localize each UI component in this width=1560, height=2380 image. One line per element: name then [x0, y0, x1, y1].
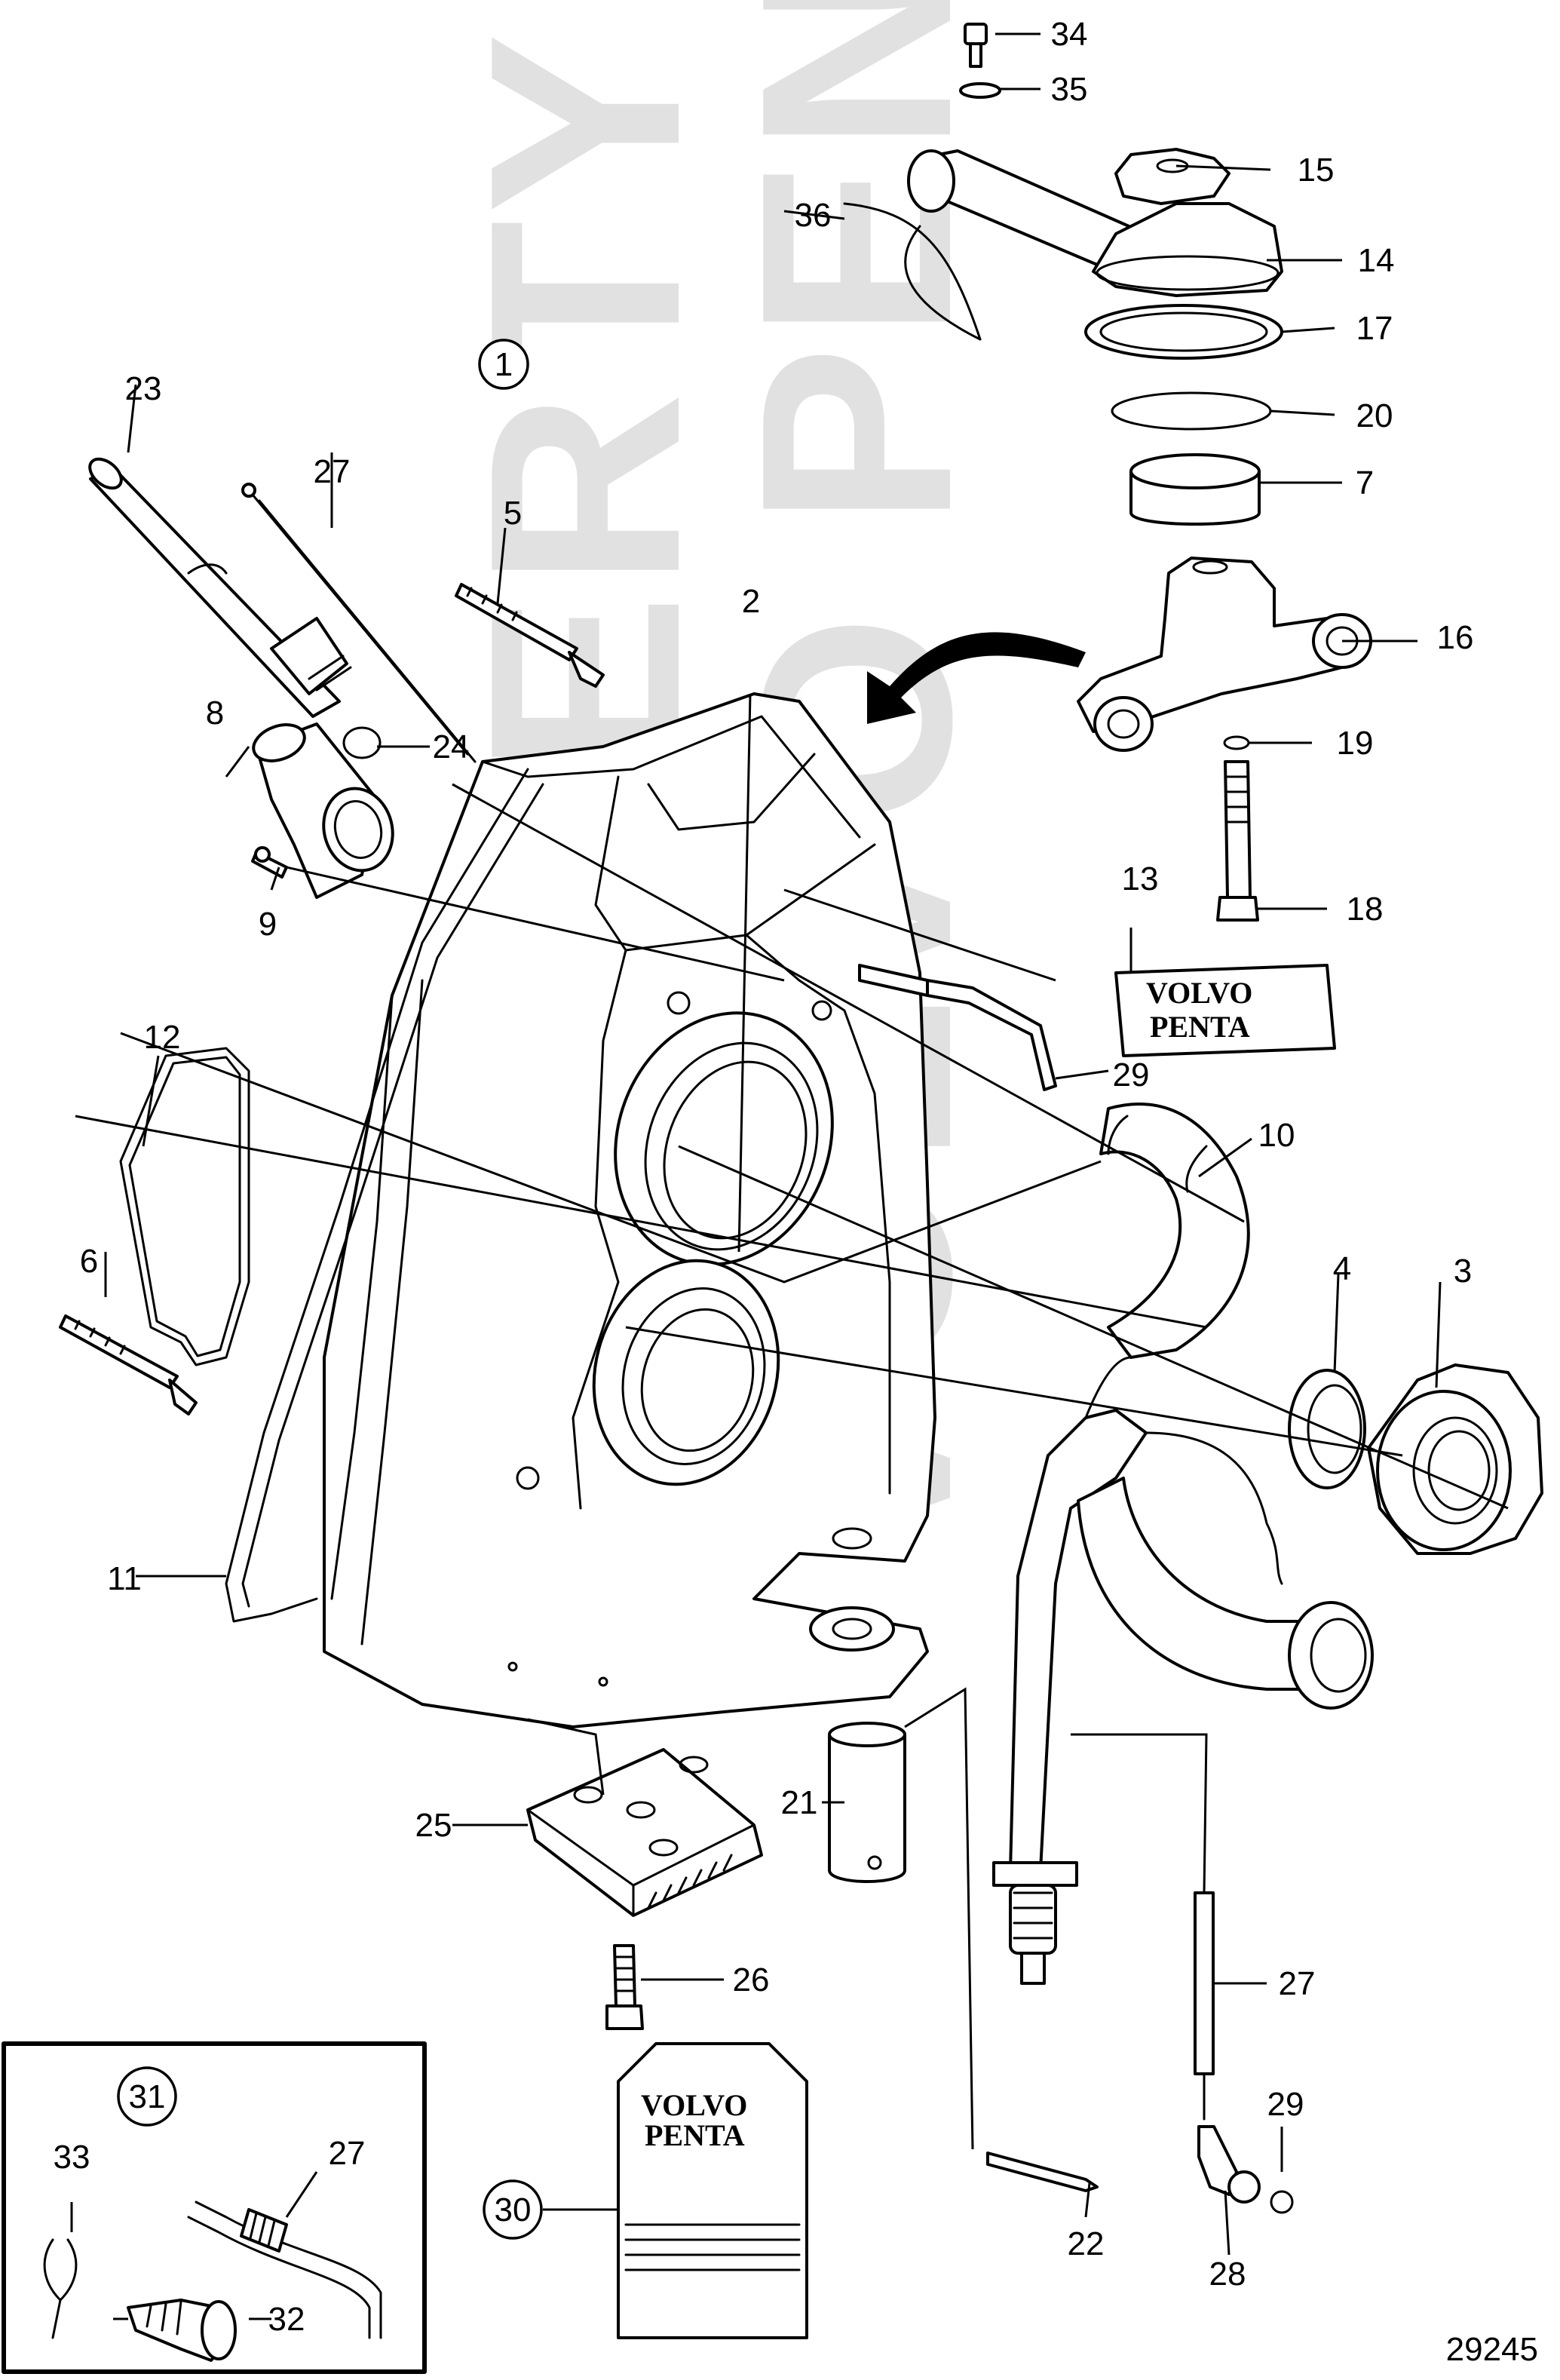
callout-29-b: 29: [1267, 2086, 1304, 2123]
callout-18: 18: [1347, 891, 1384, 928]
transom-shield-housing: [323, 692, 936, 1728]
upper-cover-14: [1092, 202, 1283, 297]
sensor-28: [1197, 2125, 1294, 2214]
callout-15: 15: [1298, 152, 1335, 189]
figure-number: 29245: [1446, 2331, 1538, 2368]
stud-6: [59, 1314, 198, 1415]
callout-28: 28: [1209, 2256, 1246, 2293]
callout-22: 22: [1068, 2225, 1105, 2262]
callout-11: 11: [107, 1560, 142, 1597]
hose-10: [1099, 1103, 1250, 1359]
bolt-26: [605, 1944, 644, 2030]
clip-22: [986, 2152, 1099, 2192]
kit-bag-logo-penta: PENTA: [645, 2118, 745, 2152]
washer-35: [959, 82, 1001, 99]
water-connector: [252, 722, 394, 899]
sensor-29-upper: [858, 964, 1057, 1091]
stud-5: [455, 583, 605, 688]
decal-text-volvo: VOLVO: [1146, 976, 1252, 1010]
callout-31: 31: [129, 2078, 166, 2115]
callout-8: 8: [206, 695, 224, 731]
nut-15: [1114, 148, 1231, 205]
ring-17: [1084, 304, 1283, 360]
skid-plate-25: [526, 1748, 763, 1917]
callout-26: 26: [733, 1961, 770, 1998]
exhaust-hose: [1077, 1477, 1374, 1710]
callout-7: 7: [1356, 465, 1374, 501]
screw-9: [251, 846, 288, 879]
volvo-penta-decal: VOLVO PENTA: [1114, 964, 1336, 1057]
callout-4: 4: [1333, 1250, 1351, 1287]
wire-harness: [992, 1356, 1283, 1985]
rod-27-lower: [1194, 1891, 1215, 2121]
callout-23: 23: [125, 370, 162, 407]
pin-21: [828, 1722, 906, 1883]
callout-21: 21: [781, 1784, 818, 1821]
kit-bag-logo-volvo: VOLVO: [641, 2088, 747, 2122]
callout-36: 36: [795, 197, 832, 234]
callout-labels: 1 2 3 4 5 6 7 8 9 10 11 12 13 14 15 16 1…: [54, 16, 1474, 2338]
callout-13: 13: [1122, 860, 1159, 897]
decal-text-penta: PENTA: [1150, 1010, 1250, 1044]
callout-29-a: 29: [1113, 1057, 1150, 1093]
assembly-arrow: [867, 632, 1086, 724]
callout-16: 16: [1437, 619, 1474, 656]
kit-bag-30: VOLVO PENTA: [617, 2042, 808, 2339]
callout-27-a: 27: [314, 453, 351, 490]
callout-32: 32: [268, 2301, 305, 2338]
callout-27-c: 27: [329, 2135, 366, 2172]
hose: [225, 768, 529, 1623]
rod-27-upper: [241, 483, 477, 763]
callout-1: 1: [495, 346, 513, 383]
callout-3: 3: [1454, 1253, 1472, 1290]
callout-17: 17: [1356, 310, 1393, 347]
water-pipe: [88, 457, 352, 718]
callout-14: 14: [1358, 242, 1395, 279]
washer-19: [1223, 735, 1250, 750]
callout-30: 30: [495, 2191, 532, 2228]
ring-20: [1111, 391, 1272, 431]
hose-27-kit: [187, 2201, 382, 2339]
leader-lines: [70, 32, 1509, 2320]
callout-33: 33: [54, 2139, 90, 2176]
callout-19: 19: [1337, 725, 1374, 762]
plug-32: [127, 2299, 237, 2362]
bearing-3: [1367, 1363, 1543, 1555]
callout-24: 24: [433, 728, 470, 765]
callout-9: 9: [259, 906, 277, 943]
bolt-34: [964, 23, 988, 68]
callout-34: 34: [1051, 16, 1088, 53]
kit-inset-frame: [2, 2041, 427, 2374]
callout-12: 12: [144, 1019, 181, 1056]
gasket: [119, 1047, 250, 1366]
cable-36: [904, 225, 982, 341]
callout-35: 35: [1051, 71, 1088, 108]
callout-2: 2: [742, 583, 760, 620]
callout-10: 10: [1258, 1117, 1295, 1154]
callout-6: 6: [80, 1243, 98, 1280]
callout-20: 20: [1356, 397, 1393, 434]
callout-5: 5: [504, 495, 522, 532]
bolt-18: [1216, 760, 1259, 922]
callout-25: 25: [415, 1807, 452, 1844]
o-ring-24: [342, 726, 382, 759]
hairpin-33: [43, 2238, 78, 2339]
callout-27-b: 27: [1279, 1965, 1316, 2002]
bushing-7: [1129, 453, 1261, 526]
yoke-16: [1077, 557, 1372, 752]
